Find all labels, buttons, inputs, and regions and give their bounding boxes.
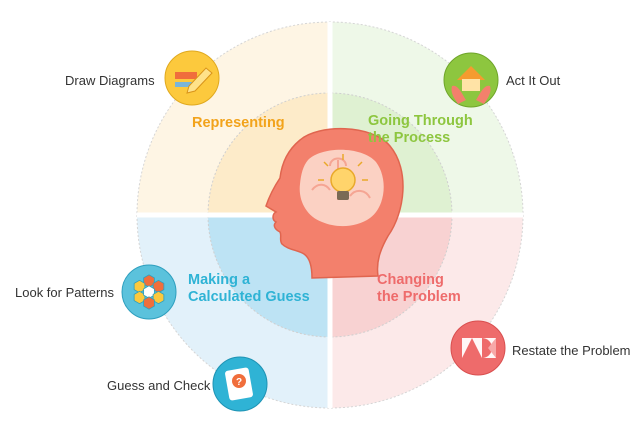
strategy-label-guess-and-check: Guess and Check — [107, 378, 211, 393]
pattern-hexagon — [143, 296, 155, 310]
hands-house-icon — [443, 52, 499, 108]
question-card-icon: ? — [212, 356, 268, 412]
quadrant-title-line: the Process — [368, 130, 451, 146]
quadrant-title-representing: Representing — [192, 115, 285, 132]
quadrant-title-line: Going Through — [368, 113, 473, 129]
strategy-label-act-it-out: Act It Out — [506, 73, 561, 88]
head-lightbulb-icon — [265, 127, 404, 279]
svg-text:?: ? — [236, 377, 242, 388]
quadrant-title-changing: Changing the Problem — [377, 272, 461, 306]
quadrant-title-line: the Problem — [377, 289, 461, 305]
strategy-label-restate-the-problem: Restate the Problem — [512, 343, 631, 358]
quadrant-title-line: Making a — [188, 272, 251, 288]
strategy-label-look-for-patterns: Look for Patterns — [15, 285, 114, 300]
quadrant-title-line: Calculated Guess — [188, 289, 310, 305]
quadrant-title-process: Going Through the Process — [368, 113, 473, 147]
hexagon-pattern-icon — [121, 264, 177, 320]
shapes-icon — [450, 320, 506, 376]
quadrant-title-guess: Making a Calculated Guess — [188, 272, 310, 306]
quadrant-title-line: Representing — [192, 115, 285, 131]
pencil-ruler-icon — [164, 50, 220, 106]
strategy-label-draw-diagrams: Draw Diagrams — [65, 73, 155, 88]
quadrant-title-line: Changing — [377, 272, 444, 288]
